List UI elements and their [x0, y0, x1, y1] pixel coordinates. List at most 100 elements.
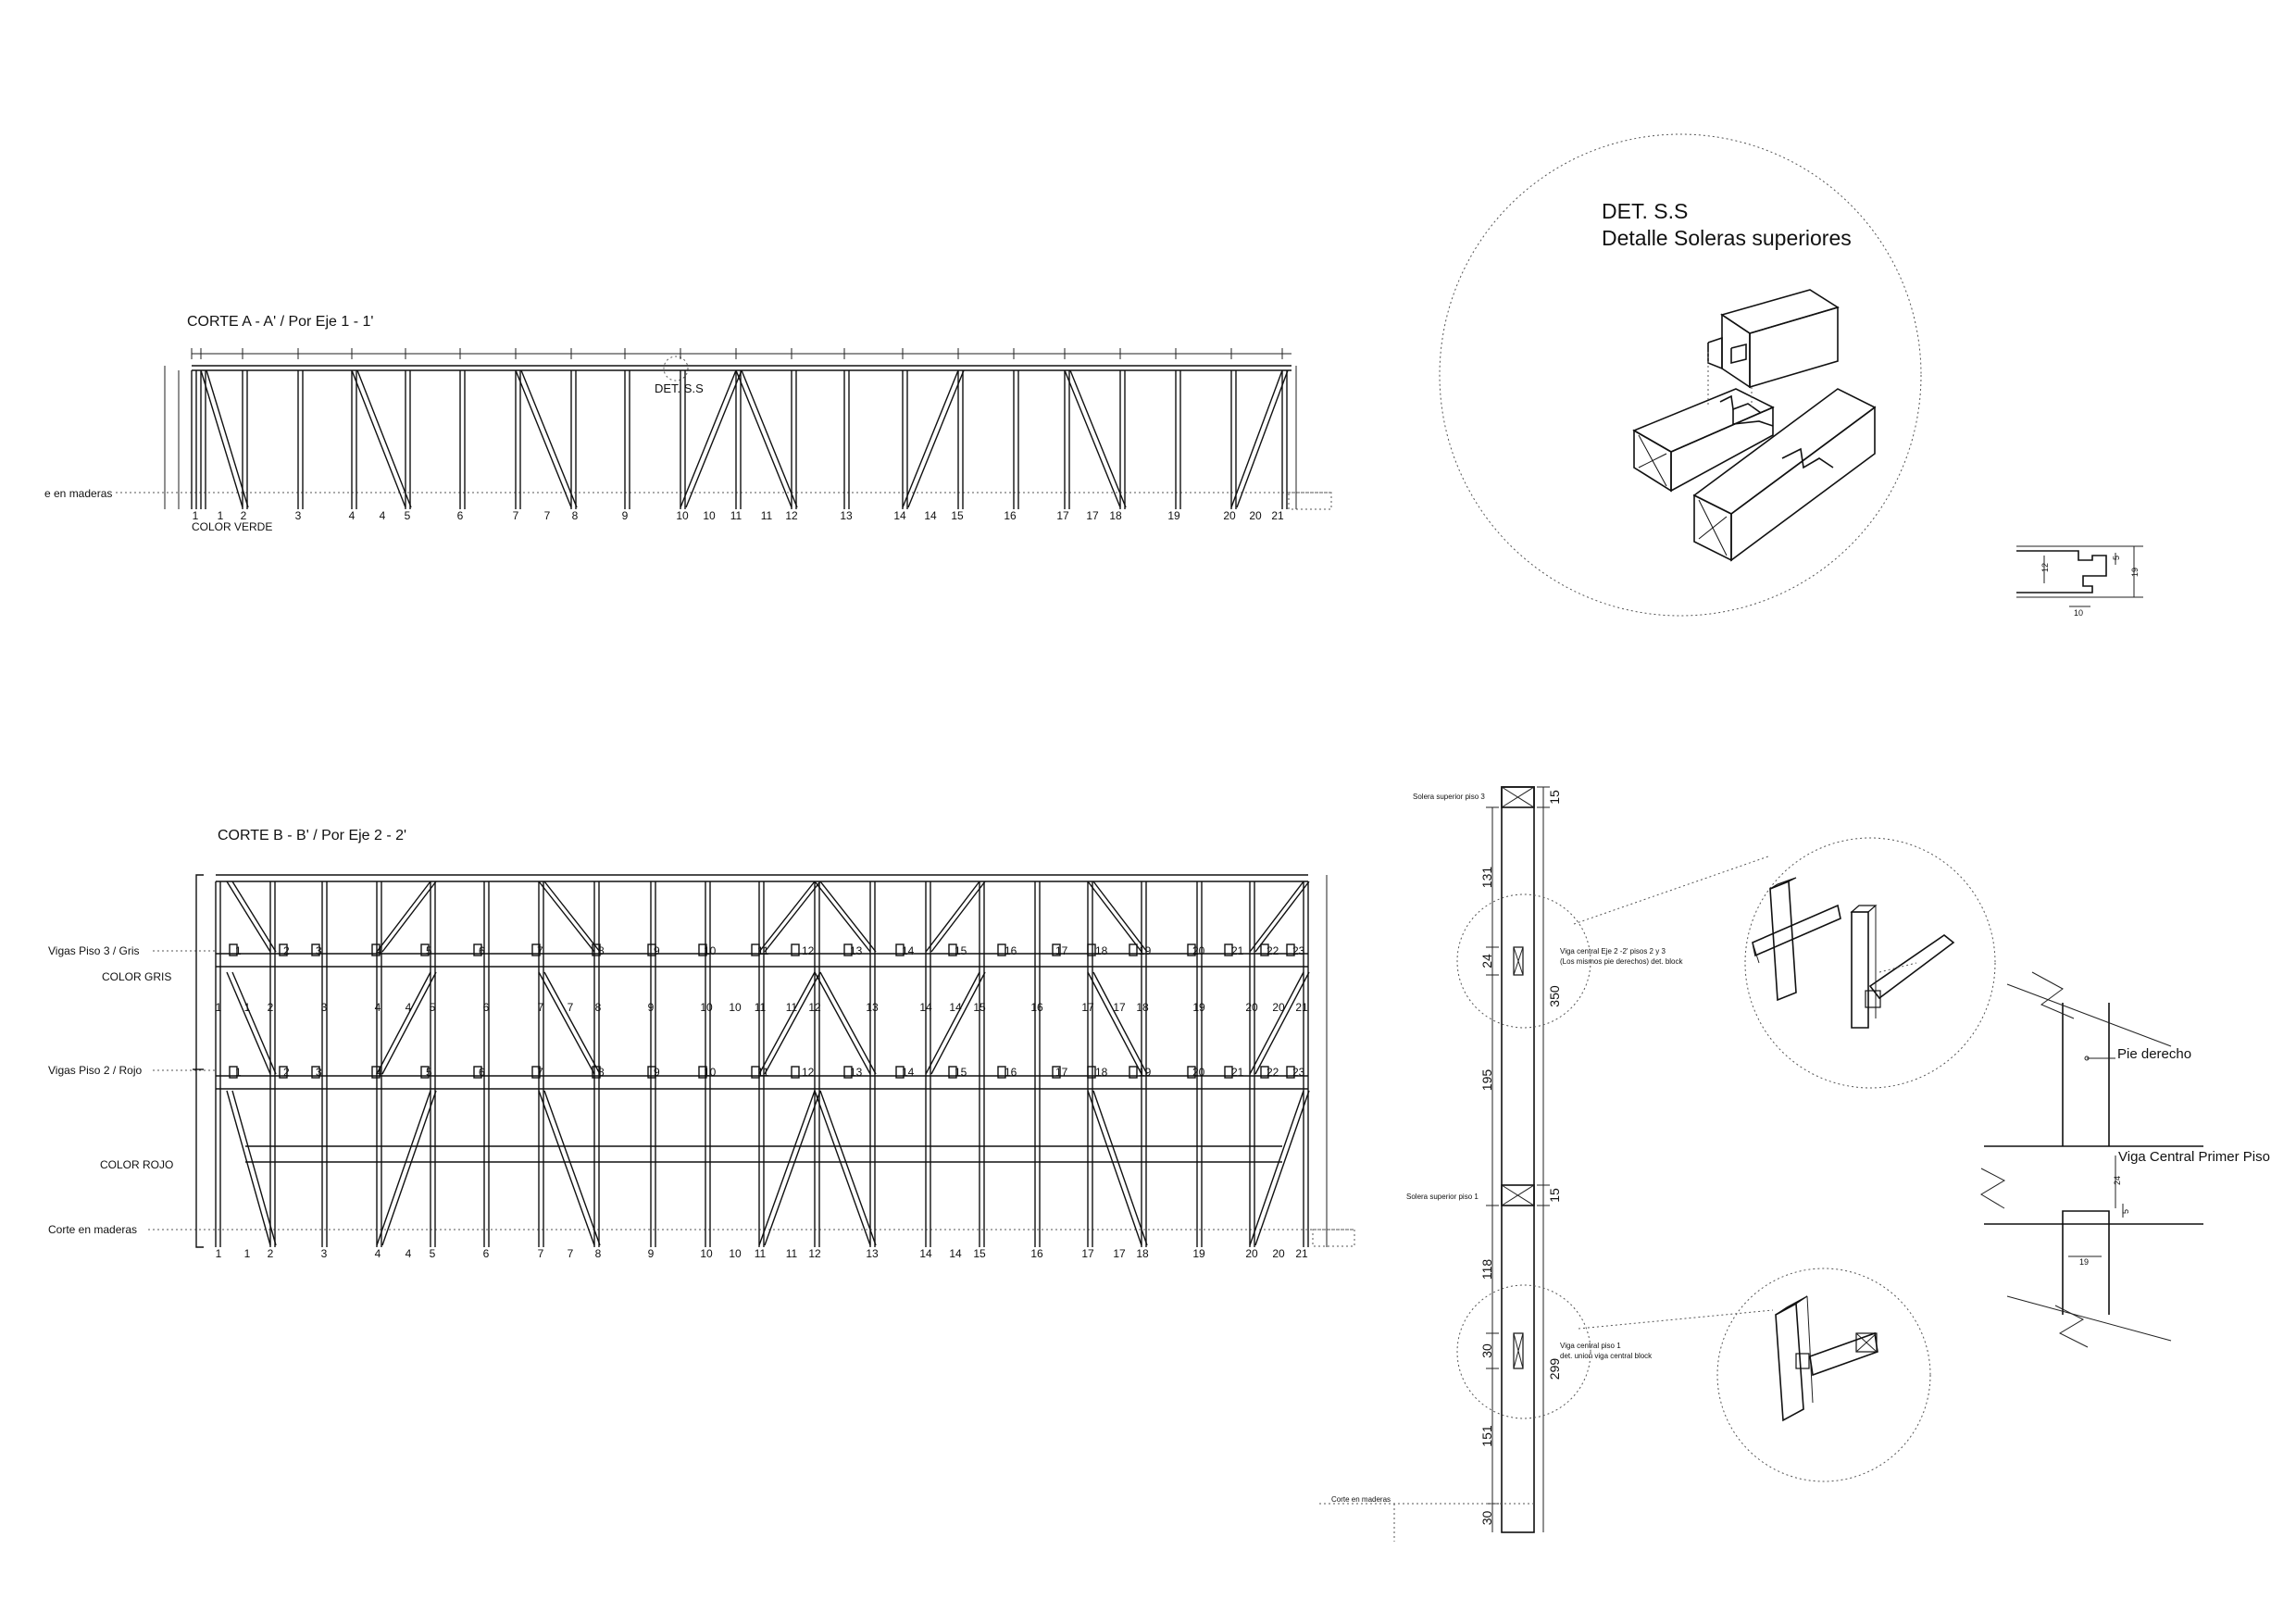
beam-block — [698, 943, 707, 956]
brace-line — [764, 1090, 821, 1246]
beam-block — [647, 943, 656, 956]
beam-block — [843, 943, 853, 956]
axis-label-mid: 17 — [1081, 1001, 1094, 1014]
beam-block — [1224, 943, 1233, 956]
pie-derecho-label: Pie derecho — [2117, 1046, 2191, 1062]
axis-label-mid: 8 — [595, 1001, 602, 1014]
beam-block — [791, 943, 800, 956]
brace-line — [1249, 1090, 1304, 1246]
brace-line — [819, 881, 877, 953]
axis-label: 4 — [375, 1247, 381, 1260]
viga-central-primer-piso-label: Viga Central Primer Piso — [2118, 1149, 2270, 1165]
beam-label-floor-3: 11 — [757, 944, 769, 957]
dim-12: 12 — [2040, 563, 2050, 572]
beam-block — [895, 943, 905, 956]
beam-label-floor-2: 14 — [902, 1066, 915, 1079]
dim-text: 15 — [1547, 1188, 1562, 1203]
beam-block — [531, 943, 541, 956]
brace-line — [1069, 369, 1127, 508]
dim-19: 19 — [2130, 568, 2140, 577]
axis-label: 2 — [241, 509, 247, 522]
axis-label: 7 — [544, 509, 551, 522]
dim-text: 24 — [1479, 954, 1494, 968]
callout-leader-lower — [1578, 1309, 1774, 1330]
brace-line — [907, 369, 965, 508]
brace-line — [543, 881, 601, 953]
beam-block — [371, 1066, 381, 1079]
axis-label: 7 — [568, 1247, 574, 1260]
brace-line — [758, 971, 816, 1075]
beam-label-floor-3: 22 — [1267, 944, 1279, 957]
brace-line — [376, 971, 431, 1075]
brace-line — [1064, 369, 1121, 508]
brace-line — [1254, 1090, 1310, 1246]
axis-label-mid: 10 — [729, 1001, 742, 1014]
brace-line — [758, 881, 816, 953]
corte-a-elevation: CORTE A - A' / Por Eje 1 - 1' e en mader… — [44, 314, 1332, 533]
dim-text: 131 — [1479, 867, 1494, 889]
joint-detail-upper-circle — [1744, 837, 1996, 1089]
axis-label: 20 — [1249, 509, 1262, 522]
brace-line — [814, 881, 871, 953]
beam-block — [1260, 943, 1269, 956]
left-bracket — [195, 874, 204, 1248]
dim-24: 24 — [2113, 1176, 2122, 1185]
beam-block — [592, 1066, 601, 1079]
beam-block — [1187, 1066, 1196, 1079]
beam-label-floor-2: 13 — [850, 1066, 863, 1079]
axis-label: 17 — [1113, 1247, 1126, 1260]
axis-label-mid: 17 — [1113, 1001, 1126, 1014]
brace-line — [819, 971, 877, 1075]
axis-label: 9 — [648, 1247, 655, 1260]
beam-label-floor-3: 23 — [1292, 944, 1305, 957]
brace-line — [226, 1090, 271, 1246]
axis-label-mid: 20 — [1245, 1001, 1258, 1014]
brace-line — [515, 369, 572, 508]
beam-label-floor-3: 2 — [283, 944, 290, 957]
axis-label: 14 — [919, 1247, 932, 1260]
axis-label-mid: 10 — [700, 1001, 713, 1014]
axis-label: 10 — [703, 509, 716, 522]
beam-block — [1187, 943, 1196, 956]
axis-label: 8 — [595, 1247, 602, 1260]
brace-line — [1249, 881, 1304, 953]
beam-label-floor-3: 9 — [654, 944, 660, 957]
brace-line — [381, 881, 437, 953]
corte-b-cut-label: Corte en maderas — [48, 1223, 137, 1236]
dim-5: 5 — [2112, 556, 2121, 560]
axis-label: 21 — [1271, 509, 1284, 522]
detail-callout-upper — [1456, 893, 1591, 1029]
axis-label: 7 — [513, 509, 519, 522]
beam-label-floor-2: 9 — [654, 1066, 660, 1079]
beam-block — [1052, 1066, 1061, 1079]
brace-line — [356, 369, 412, 508]
color-rojo-label: COLOR ROJO — [100, 1158, 173, 1171]
axis-label: 4 — [349, 509, 356, 522]
beam-block — [531, 1066, 541, 1079]
dim-text: 30 — [1479, 1511, 1494, 1526]
axis-label: 20 — [1272, 1247, 1285, 1260]
axis-label: 6 — [483, 1247, 490, 1260]
beam-block — [592, 943, 601, 956]
beam-block — [997, 943, 1006, 956]
axis-label-mid: 18 — [1136, 1001, 1149, 1014]
dim-text: 118 — [1479, 1259, 1494, 1280]
beam-label-floor-3: 12 — [802, 944, 815, 957]
dim-5-section: 5 — [2121, 1209, 2130, 1214]
detail-callout-lower — [1456, 1284, 1591, 1419]
axis-label-mid: 4 — [406, 1001, 412, 1014]
brace-line — [814, 1090, 871, 1246]
brace-line — [206, 369, 249, 508]
beam-block — [229, 943, 238, 956]
corte-b-cut-box — [1312, 1229, 1355, 1247]
brace-line — [735, 369, 792, 508]
beam-label-floor-3: 18 — [1095, 944, 1108, 957]
brace-line — [925, 971, 980, 1075]
axis-label-mid: 4 — [375, 1001, 381, 1014]
beam-block — [311, 943, 320, 956]
axis-label: 13 — [840, 509, 853, 522]
axis-label-mid: 6 — [483, 1001, 490, 1014]
beam-block — [1087, 943, 1096, 956]
